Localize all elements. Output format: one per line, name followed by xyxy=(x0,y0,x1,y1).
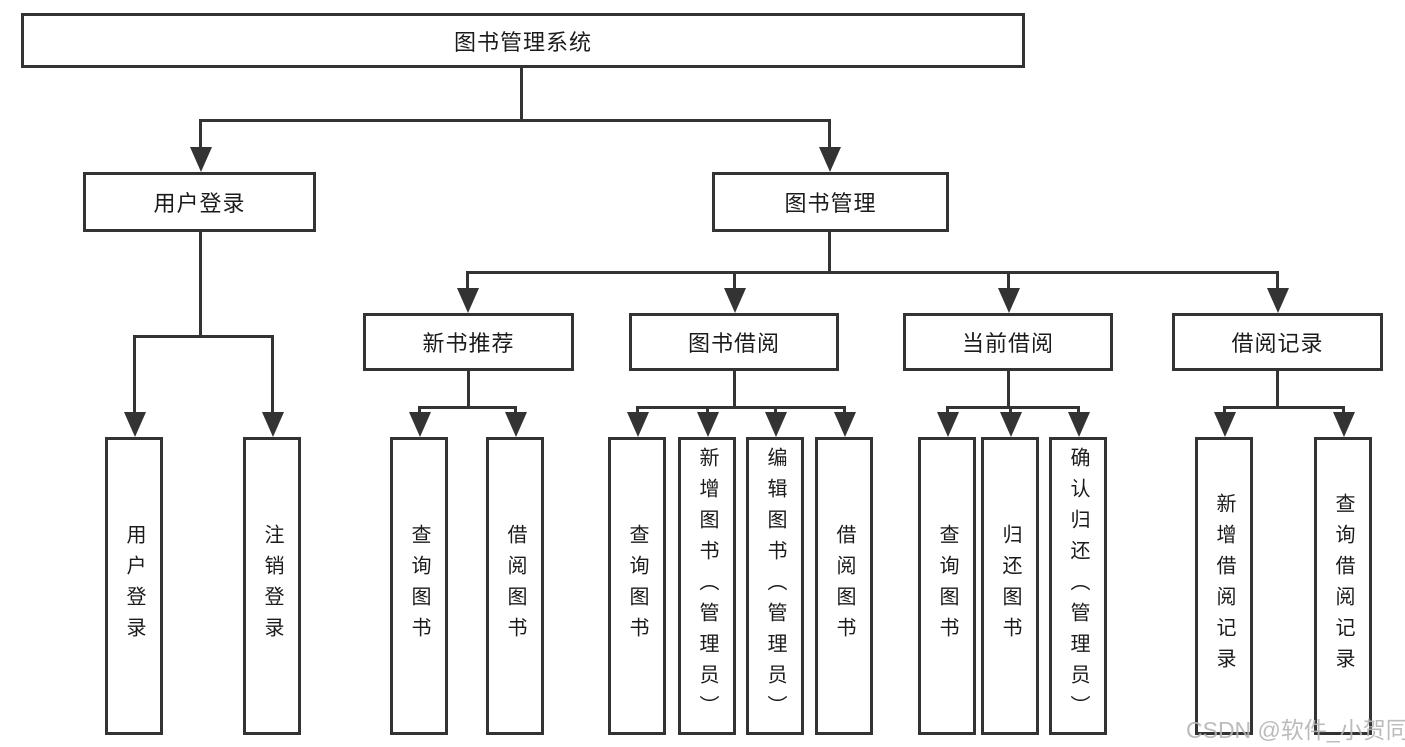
arrow-down-to-leaf-logout xyxy=(271,335,274,412)
connector-current-borrow-drop xyxy=(1007,369,1010,408)
connector-level1-bar xyxy=(199,119,831,122)
arrow-down-to-br-add xyxy=(1223,406,1226,412)
leaf-br-query-record: 查询借阅记录 xyxy=(1314,437,1372,735)
arrow-down-to-bb-edit xyxy=(774,406,777,412)
arrow-down-to-bb-add xyxy=(706,406,709,412)
connector-book-management-drop xyxy=(828,230,831,273)
leaf-nb-borrow-books: 借阅图书 xyxy=(486,437,544,735)
leaf-cb-confirm-return-admin: 确认归还（管理员） xyxy=(1049,437,1107,735)
node-borrow-records-label: 借阅记录 xyxy=(1231,331,1324,356)
leaf-bb-add-books-admin: 新增图书（管理员） xyxy=(678,437,736,735)
node-root: 图书管理系统 xyxy=(21,13,1025,68)
arrow-down-to-nb-query xyxy=(418,406,421,412)
arrow-down-to-cb-return xyxy=(1009,406,1012,412)
connector-borrow-records-drop xyxy=(1276,369,1279,408)
leaf-bb-edit-books-admin: 编辑图书（管理员） xyxy=(746,437,804,735)
connector-borrow-records-bar xyxy=(1223,406,1344,409)
arrow-down-to-leaf-user-login xyxy=(133,335,136,412)
leaf-logout: 注销登录 xyxy=(243,437,301,735)
arrow-down-to-cb-query xyxy=(946,406,949,412)
arrow-down-to-book-management xyxy=(828,119,831,147)
arrow-down-to-cb-confirm xyxy=(1077,406,1080,412)
node-root-label: 图书管理系统 xyxy=(453,29,592,55)
leaf-cb-confirm-return-admin-label: 确认归还（管理员） xyxy=(1067,446,1089,726)
connector-book-borrow-drop xyxy=(733,369,736,408)
connector-root-drop xyxy=(520,68,523,120)
connector-user-login-drop xyxy=(199,230,202,337)
arrow-down-to-book-borrow xyxy=(733,271,736,288)
leaf-logout-label: 注销登录 xyxy=(261,524,283,648)
connector-current-borrow-bar xyxy=(946,406,1080,409)
node-book-management-label: 图书管理 xyxy=(784,191,877,216)
arrow-down-to-bb-borrow xyxy=(843,406,846,412)
arrow-down-to-new-book-recommend xyxy=(466,271,469,288)
connector-user-login-bar xyxy=(133,335,274,338)
leaf-cb-return-books: 归还图书 xyxy=(981,437,1039,735)
connector-new-book-drop xyxy=(467,369,470,408)
leaf-cb-query-books-label: 查询图书 xyxy=(936,524,958,648)
arrow-down-to-user-login xyxy=(199,119,202,147)
node-user-login-label: 用户登录 xyxy=(153,191,246,216)
leaf-user-login-label: 用户登录 xyxy=(123,524,145,648)
leaf-bb-edit-books-admin-label: 编辑图书（管理员） xyxy=(764,446,786,726)
node-user-login: 用户登录 xyxy=(83,172,316,232)
connector-book-borrow-bar xyxy=(636,406,845,409)
node-current-borrow: 当前借阅 xyxy=(903,313,1113,371)
leaf-user-login: 用户登录 xyxy=(105,437,163,735)
node-book-borrow: 图书借阅 xyxy=(629,313,839,371)
csdn-watermark: CSDN @软件_小贺同学 xyxy=(1186,717,1405,743)
node-book-borrow-label: 图书借阅 xyxy=(687,331,780,356)
leaf-nb-borrow-books-label: 借阅图书 xyxy=(504,524,526,648)
leaf-bb-add-books-admin-label: 新增图书（管理员） xyxy=(696,446,718,726)
leaf-nb-query-books: 查询图书 xyxy=(390,437,448,735)
leaf-cb-return-books-label: 归还图书 xyxy=(999,524,1021,648)
connector-new-book-bar xyxy=(418,406,517,409)
node-current-borrow-label: 当前借阅 xyxy=(961,331,1054,356)
arrow-down-to-br-query xyxy=(1342,406,1345,412)
arrow-down-to-bb-query xyxy=(636,406,639,412)
leaf-nb-query-books-label: 查询图书 xyxy=(408,524,430,648)
leaf-cb-query-books: 查询图书 xyxy=(918,437,976,735)
arrow-down-to-borrow-records xyxy=(1276,271,1279,288)
leaf-br-add-record-label: 新增借阅记录 xyxy=(1213,493,1235,679)
arrow-down-to-current-borrow xyxy=(1007,271,1010,288)
node-new-book-recommend-label: 新书推荐 xyxy=(422,331,515,356)
node-borrow-records: 借阅记录 xyxy=(1172,313,1383,371)
leaf-bb-borrow-books: 借阅图书 xyxy=(815,437,873,735)
leaf-br-add-record: 新增借阅记录 xyxy=(1195,437,1253,735)
leaf-bb-query-books-label: 查询图书 xyxy=(626,524,648,648)
node-book-management: 图书管理 xyxy=(712,172,949,232)
connector-level3-bar xyxy=(466,271,1279,274)
leaf-bb-borrow-books-label: 借阅图书 xyxy=(833,524,855,648)
leaf-br-query-record-label: 查询借阅记录 xyxy=(1332,493,1354,679)
arrow-down-to-nb-borrow xyxy=(514,406,517,412)
leaf-bb-query-books: 查询图书 xyxy=(608,437,666,735)
node-new-book-recommend: 新书推荐 xyxy=(363,313,574,371)
